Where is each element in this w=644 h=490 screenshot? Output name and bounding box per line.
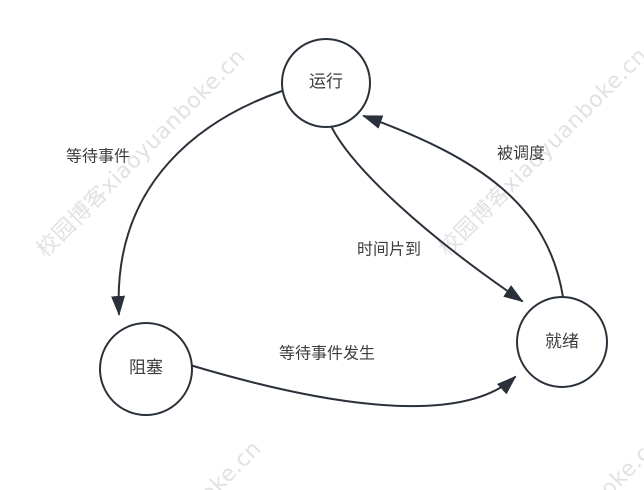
edge-ready-to-running-arrow [362, 115, 564, 298]
node-running-label: 运行 [309, 72, 343, 92]
edge-running-to-ready-arrow [330, 125, 524, 303]
edge-time-slice-label: 时间片到 [357, 240, 421, 259]
edge-labels-layer: 等待事件 时间片到 被调度 等待事件发生 [66, 144, 545, 363]
edge-scheduled-label: 被调度 [497, 144, 545, 163]
edge-running-to-blocked-arrow [111, 90, 283, 316]
node-blocked-label: 阻塞 [129, 358, 163, 378]
edge-blocked-to-ready-arrow [189, 364, 517, 408]
edge-wait-event-label: 等待事件 [66, 147, 130, 166]
edges-layer [111, 90, 564, 408]
edge-event-occurs-label: 等待事件发生 [279, 344, 375, 363]
node-blocked-circle [99, 322, 193, 416]
node-labels-layer: 运行 阻塞 就绪 [129, 72, 579, 378]
nodes-layer [99, 38, 608, 416]
node-ready-circle [516, 296, 608, 388]
watermark-text: 校园博客xiaoyuanboke.cn [448, 431, 644, 490]
watermark-text: 校园博客xiaoyuanboke.cn [32, 44, 250, 262]
node-running-circle [281, 38, 371, 128]
node-ready-label: 就绪 [545, 332, 579, 352]
watermark-text: 校园博客xiaoyuanboke.cn [48, 436, 266, 490]
